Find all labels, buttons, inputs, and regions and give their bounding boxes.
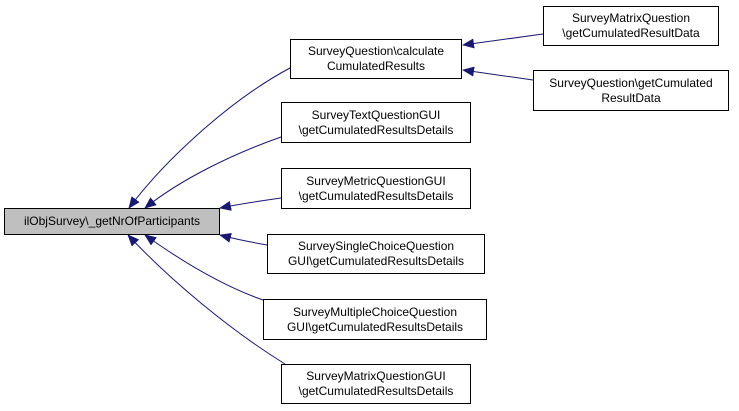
node-label-line-2: \getCumulatedResultData [562, 26, 700, 40]
edge-question-result-to-calc [462, 66, 534, 81]
node-label-line-1: SurveyQuestion\calculate [307, 44, 445, 58]
node-label-line-2: \getCumulatedResultsDetails [298, 122, 454, 137]
node-label-line-2: \getCumulatedResultsDetails [298, 384, 454, 398]
node-label-line-1: SurveyMatrixQuestionGUI [306, 369, 446, 383]
edge-calc-to-root [128, 67, 291, 209]
node-surveysinglechoicequestiongui-get-cumulated-results-details[interactable]: SurveySingleChoiceQuestion GUI\getCumula… [267, 234, 485, 274]
node-label-line-1: SurveyMetricQuestionGUI [306, 173, 446, 188]
edge-matrix-result-to-calc [462, 33, 544, 49]
node-label-line-1: SurveySingleChoiceQuestion [297, 239, 455, 253]
node-ilobjsurvey-get-nr-of-participants[interactable]: ilObjSurvey\_getNrOfParticipants [4, 208, 220, 235]
edge-single-gui-to-root [219, 233, 268, 246]
edge-matrix-gui-to-root [127, 234, 286, 365]
node-surveymatrixquestiongui-get-cumulated-results-details[interactable]: SurveyMatrixQuestionGUI \getCumulatedRes… [281, 364, 471, 404]
node-surveymultiplechoicequestiongui-get-cumulated-results-details[interactable]: SurveyMultipleChoiceQuestion GUI\getCumu… [263, 299, 487, 340]
node-surveyquestion-get-cumulated-result-data[interactable]: SurveyQuestion\getCumulated ResultData [533, 70, 729, 111]
edge-text-gui-to-root [144, 136, 282, 209]
node-label-line-2: ResultData [601, 90, 661, 105]
node-label-line-1: ilObjSurvey\_getNrOfParticipants [23, 214, 201, 228]
node-surveyquestion-calculate-cumulated-results[interactable]: SurveyQuestion\calculate CumulatedResult… [290, 39, 462, 79]
node-label-line-2: CumulatedResults [326, 59, 426, 73]
node-label-line-1: SurveyMultipleChoiceQuestion [292, 304, 458, 319]
edge-metric-gui-to-root [219, 197, 282, 211]
node-label-line-2: \getCumulatedResultsDetails [298, 188, 454, 203]
node-surveytextquestiongui-get-cumulated-results-details[interactable]: SurveyTextQuestionGUI \getCumulatedResul… [281, 102, 471, 143]
node-surveymetricquestiongui-get-cumulated-results-details[interactable]: SurveyMetricQuestionGUI \getCumulatedRes… [281, 168, 471, 209]
node-label-line-1: SurveyQuestion\getCumulated [549, 75, 713, 90]
node-label-line-2: GUI\getCumulatedResultsDetails [287, 254, 465, 268]
edge-multiple-gui-to-root [144, 234, 264, 301]
node-surveymatrixquestion-get-cumulated-result-data[interactable]: SurveyMatrixQuestion \getCumulatedResult… [543, 6, 719, 46]
node-label-line-2: GUI\getCumulatedResultsDetails [286, 319, 464, 334]
node-label-line-1: SurveyMatrixQuestion [571, 11, 691, 25]
node-label-line-1: SurveyTextQuestionGUI [311, 107, 441, 122]
